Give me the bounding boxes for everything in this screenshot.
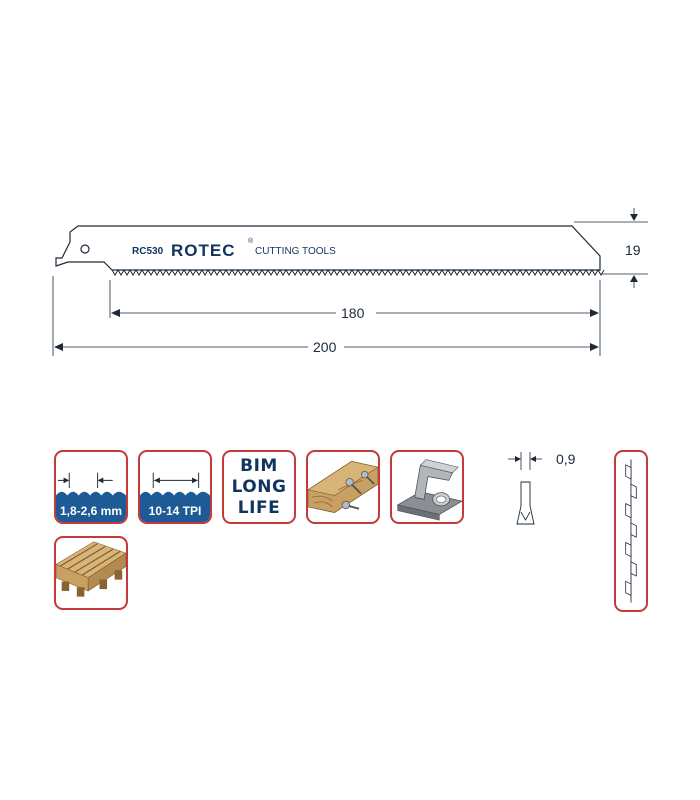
wood-with-nails-badge xyxy=(306,450,380,524)
metal-profiles-icon xyxy=(396,459,462,521)
blade-teeth xyxy=(111,269,605,276)
bim-long-life-badge: BIM LONG LIFE xyxy=(222,450,296,524)
rotec-logo: ROTEC ® xyxy=(171,237,254,260)
blade-outline xyxy=(55,225,601,271)
blade-drawing: RC530 ROTEC ® CUTTING TOOLS 19 180 200 xyxy=(52,208,648,356)
tpi-icon xyxy=(140,472,210,522)
blade-tagline: CUTTING TOOLS xyxy=(255,246,336,257)
set-tooth xyxy=(630,483,637,499)
wood-with-nails-icon xyxy=(308,461,378,513)
set-tooth xyxy=(630,522,637,538)
set-tooth xyxy=(625,464,632,480)
blade-height-value: 19 xyxy=(625,242,641,258)
blade-thickness-drawing xyxy=(508,452,542,525)
set-tooth xyxy=(625,580,632,597)
pallet-badge xyxy=(54,536,128,610)
tooth-pitch-badge: 1,8-2,6 mm xyxy=(54,450,128,524)
tooth-pitch-icon xyxy=(56,472,126,522)
bim-line-1: BIM xyxy=(240,456,278,476)
set-tooth xyxy=(625,541,632,558)
tpi-badge: 10-14 TPI xyxy=(138,450,212,524)
tpi-label: 10-14 TPI xyxy=(148,504,202,518)
set-tooth xyxy=(630,561,637,577)
tooth-pitch-label: 1,8-2,6 mm xyxy=(59,504,123,518)
pallet-icon xyxy=(56,541,126,597)
bim-line-2: LONG xyxy=(231,477,287,497)
svg-text:®: ® xyxy=(248,237,254,245)
metal-profiles-badge xyxy=(390,450,464,524)
total-length-value: 200 xyxy=(313,339,337,355)
svg-text:ROTEC: ROTEC xyxy=(171,241,236,260)
bim-line-3: LIFE xyxy=(237,498,281,518)
mounting-hole xyxy=(80,244,90,254)
blade-thickness-value: 0,9 xyxy=(556,451,576,467)
blade-model-label: RC530 xyxy=(132,246,164,257)
cut-length-value: 180 xyxy=(341,305,365,321)
set-tooth xyxy=(625,503,632,519)
tooth-set-icon xyxy=(625,459,637,603)
tooth-set-badge xyxy=(614,450,648,612)
